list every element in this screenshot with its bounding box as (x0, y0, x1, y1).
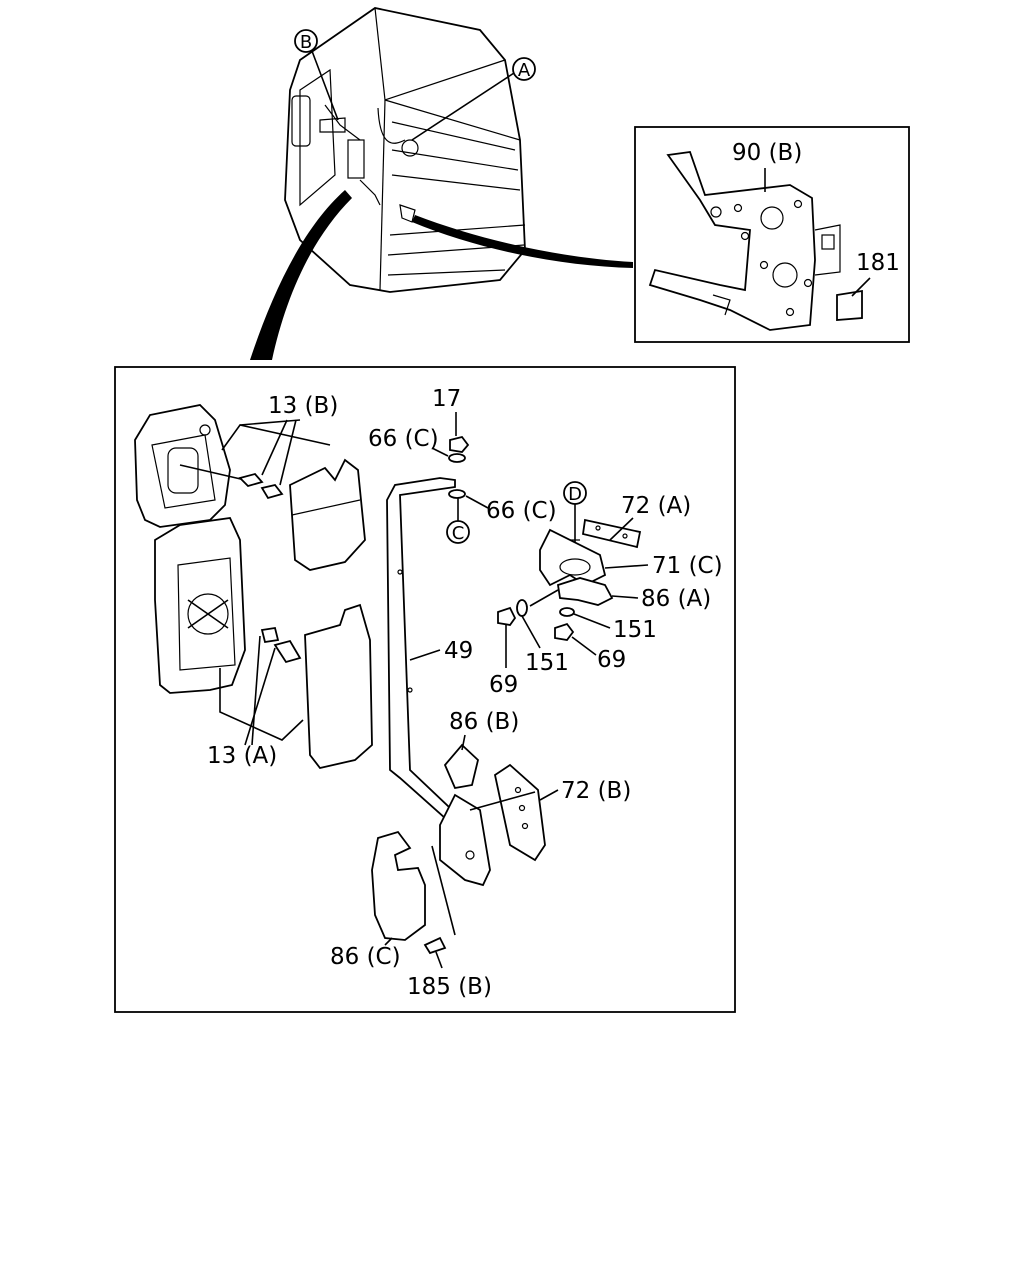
callout-86a: 86 (A) (611, 586, 711, 612)
washer-151-right (559, 607, 575, 617)
svg-text:66 (C): 66 (C) (368, 426, 439, 452)
callout-90b: 90 (B) (732, 140, 802, 192)
svg-text:69: 69 (489, 672, 518, 698)
screw-185b (423, 936, 447, 955)
svg-text:86 (A): 86 (A) (641, 586, 711, 612)
svg-text:C: C (452, 523, 465, 544)
svg-text:151: 151 (525, 650, 569, 676)
plate-72b (469, 763, 546, 862)
lower-mount-bracket (439, 793, 491, 887)
callout-181: 181 (851, 250, 900, 297)
svg-text:B: B (300, 32, 312, 53)
svg-text:A: A (518, 60, 531, 81)
lower-mirror-glass (304, 603, 373, 770)
callout-185b: 185 (B) (407, 951, 492, 1000)
lower-mirror-housing (154, 517, 246, 694)
cover-86b (443, 743, 479, 790)
callout-13b: 13 (B) (261, 393, 338, 486)
svg-text:66 (C): 66 (C) (486, 498, 557, 524)
callout-69-left: 69 (489, 625, 518, 698)
svg-text:72 (B): 72 (B) (561, 778, 631, 804)
svg-text:185 (B): 185 (B) (407, 974, 492, 1000)
truck-cab-illustration (284, 7, 526, 293)
cover-86c (371, 830, 426, 941)
washer-151-left (516, 599, 528, 617)
callout-69-right: 69 (571, 636, 626, 673)
svg-text:49: 49 (444, 638, 473, 664)
nut-69-left (497, 606, 517, 626)
callout-72a: 72 (A) (609, 493, 691, 541)
callout-86b: 86 (B) (449, 709, 519, 751)
callout-circle-c: C (446, 498, 470, 544)
svg-text:17: 17 (432, 386, 461, 412)
callout-151-left: 151 (521, 615, 569, 676)
cover-86a (556, 577, 614, 606)
square-part-181 (836, 289, 863, 321)
svg-text:71 (C): 71 (C) (652, 553, 723, 579)
svg-text:86 (C): 86 (C) (330, 944, 401, 970)
callout-17: 17 (432, 386, 461, 436)
mirror-stay-arm-49 (386, 477, 456, 820)
callout-72b: 72 (B) (539, 778, 631, 804)
svg-text:13 (A): 13 (A) (207, 743, 277, 769)
callout-circle-a: A (411, 57, 536, 141)
upper-mirror-glass (289, 458, 366, 571)
washer-66c-mid (448, 489, 466, 499)
svg-text:86 (B): 86 (B) (449, 709, 519, 735)
svg-text:90 (B): 90 (B) (732, 140, 802, 166)
screw-13b (238, 472, 284, 500)
callout-49: 49 (409, 638, 473, 664)
leader-cab-to-bracket (412, 215, 633, 268)
upper-mirror-housing (134, 404, 246, 528)
callout-71c: 71 (C) (604, 553, 723, 579)
svg-text:72 (A): 72 (A) (621, 493, 691, 519)
svg-text:13 (B): 13 (B) (268, 393, 338, 419)
callout-151-right: 151 (573, 613, 657, 643)
callout-66c-top: 66 (C) (368, 426, 449, 457)
svg-text:181: 181 (856, 250, 900, 276)
callout-66c-mid: 66 (C) (465, 495, 557, 524)
leader-cab-to-main (250, 190, 352, 360)
nut-17 (449, 435, 470, 453)
nut-69-right (554, 622, 575, 641)
screw-13a (260, 626, 302, 664)
svg-text:69: 69 (597, 647, 626, 673)
bracket-90b-illustration (648, 151, 841, 331)
washer-66c-top (448, 453, 466, 463)
svg-text:D: D (568, 484, 582, 505)
callout-86c: 86 (C) (330, 937, 401, 970)
callout-13a: 13 (A) (207, 635, 277, 769)
svg-text:151: 151 (613, 617, 657, 643)
callout-circle-d: D (563, 481, 587, 553)
callout-circle-b: B (294, 29, 339, 121)
